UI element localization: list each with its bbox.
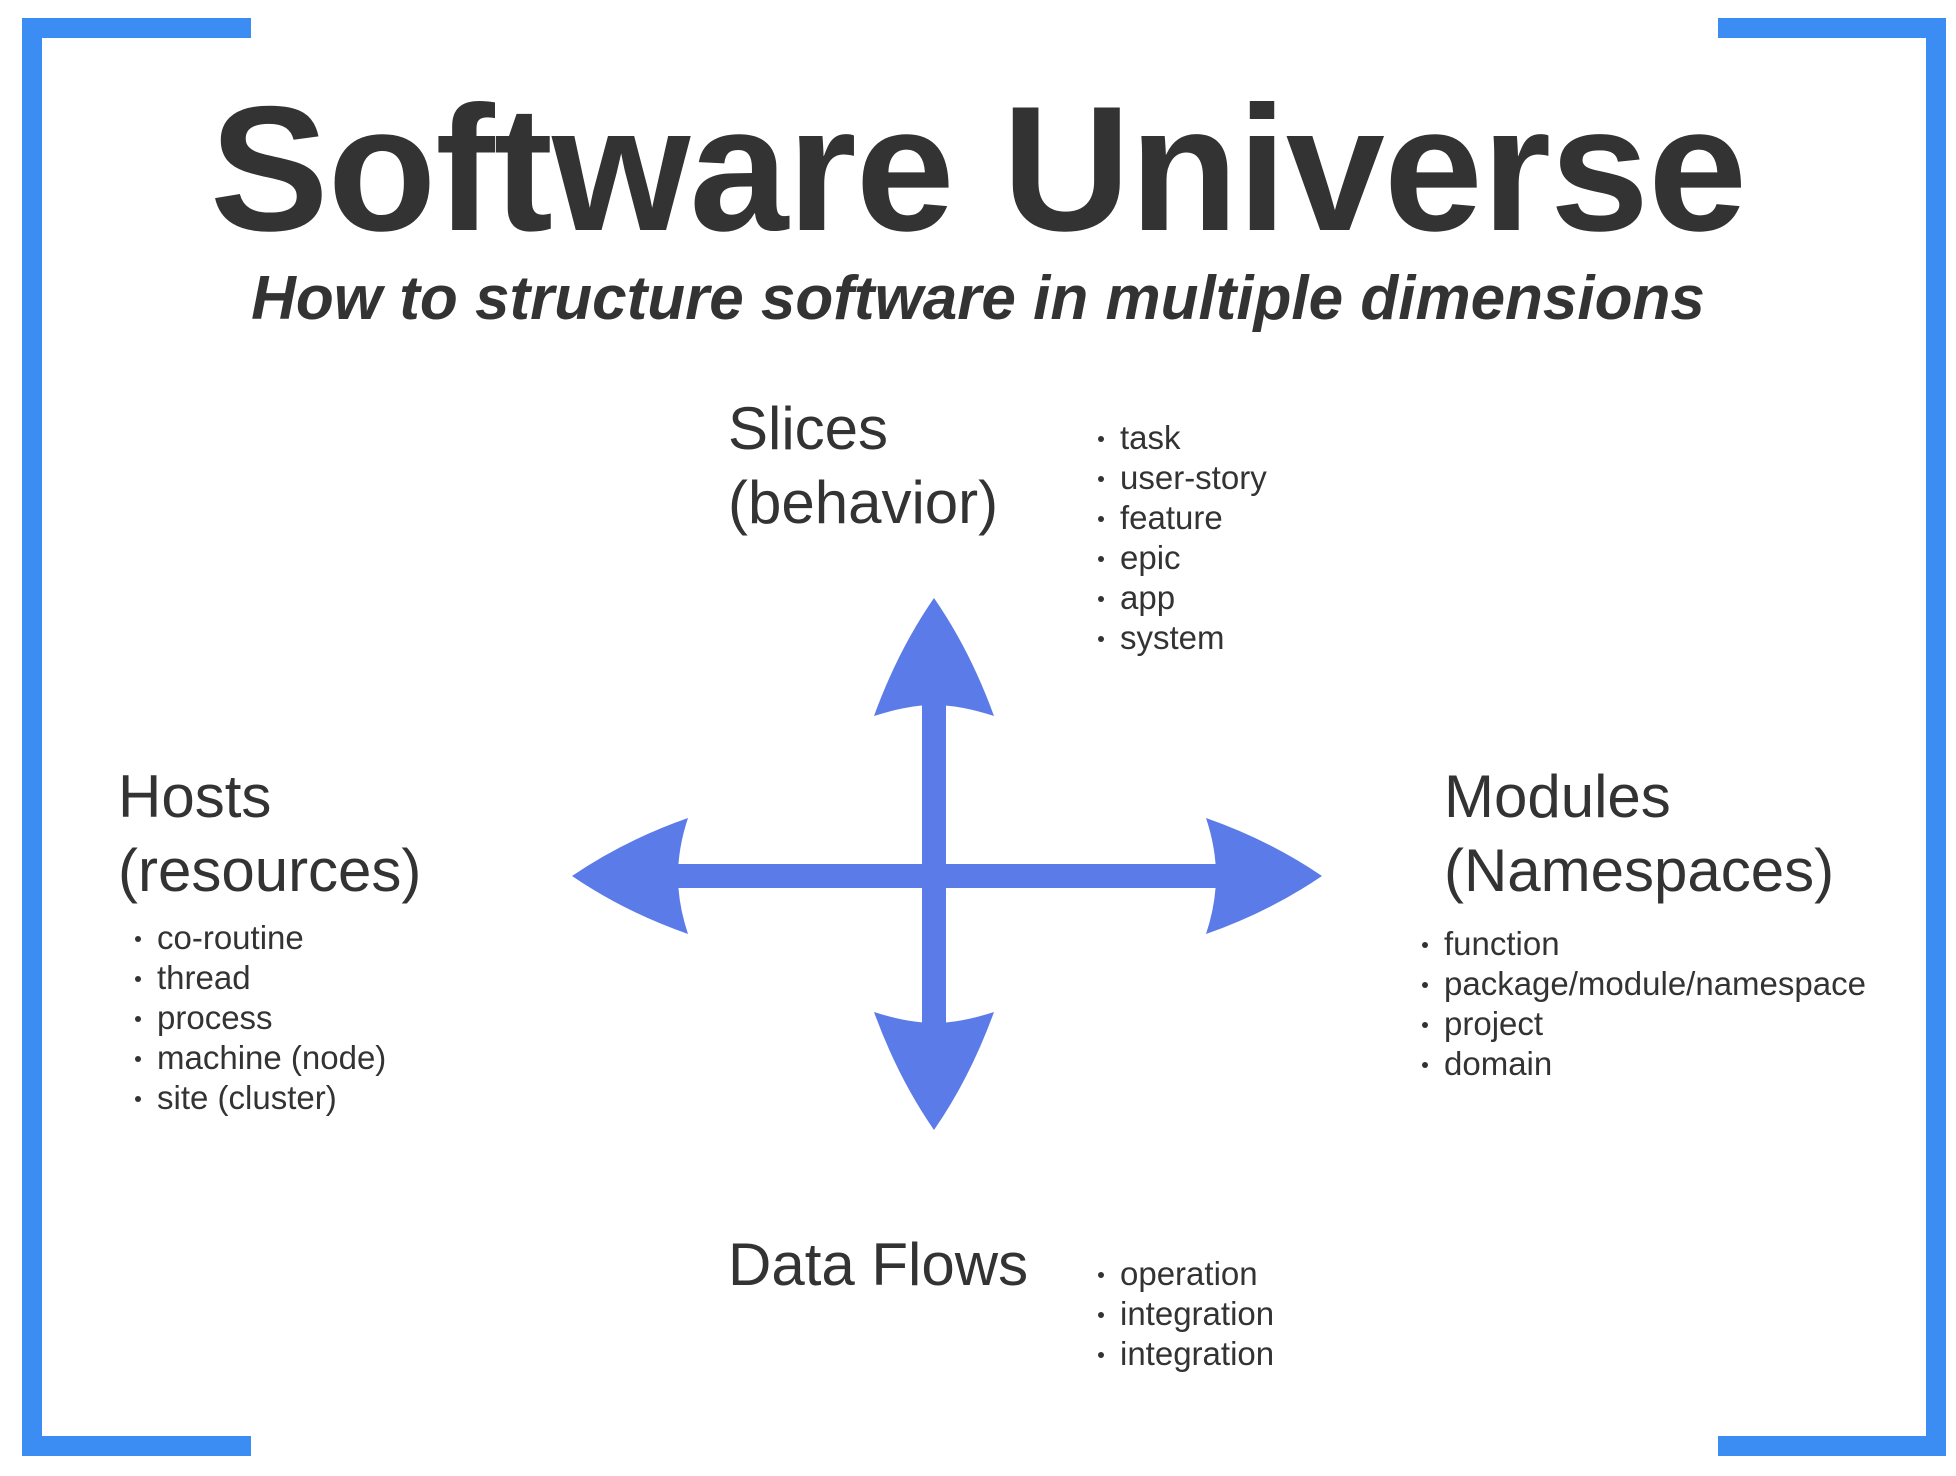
list-item: co-routine — [133, 918, 386, 958]
list-item: app — [1096, 578, 1267, 618]
list-item: system — [1096, 618, 1267, 658]
list-item: project — [1420, 1004, 1866, 1044]
list-item: user-story — [1096, 458, 1267, 498]
page-title: Software Universe — [209, 69, 1747, 268]
data-flows-heading: Data Flows — [728, 1228, 1028, 1302]
frame-bracket-left — [22, 18, 281, 1456]
hosts-heading: Hosts (resources) — [118, 760, 421, 908]
slices-heading-line1: Slices — [728, 395, 889, 462]
list-item: domain — [1420, 1044, 1866, 1084]
hosts-heading-line1: Hosts — [118, 763, 272, 830]
list-item: machine (node) — [133, 1038, 386, 1078]
list-item: epic — [1096, 538, 1267, 578]
list-item: package/module/namespace — [1420, 964, 1866, 1004]
list-item: operation — [1096, 1254, 1274, 1294]
hosts-list: co-routine thread process machine (node)… — [133, 918, 386, 1118]
hosts-heading-line2: (resources) — [118, 837, 422, 904]
arrow-head-down — [874, 1012, 994, 1130]
data-flows-list: operation integration integration — [1096, 1254, 1274, 1374]
data-flows-heading-text: Data Flows — [728, 1231, 1029, 1298]
modules-list: function package/module/namespace projec… — [1420, 924, 1866, 1084]
frame-bracket-right — [1708, 18, 1946, 1456]
list-item: process — [133, 998, 386, 1038]
list-item: thread — [133, 958, 386, 998]
list-item: task — [1096, 418, 1267, 458]
list-item: integration — [1096, 1294, 1274, 1334]
arrow-head-left — [572, 818, 688, 934]
modules-heading-line2: (Namespaces) — [1444, 837, 1835, 904]
arrow-head-right — [1206, 818, 1322, 934]
list-item: site (cluster) — [133, 1078, 386, 1118]
modules-heading: Modules (Namespaces) — [1444, 760, 1834, 908]
list-item: function — [1420, 924, 1866, 964]
arrow-head-up — [874, 598, 994, 716]
slices-list: task user-story feature epic app system — [1096, 418, 1267, 658]
page-subtitle: How to structure software in multiple di… — [251, 264, 1705, 333]
list-item: feature — [1096, 498, 1267, 538]
horizontal-arrow-shaft — [675, 864, 1225, 888]
list-item: integration — [1096, 1334, 1274, 1374]
slices-heading: Slices (behavior) — [728, 392, 998, 540]
modules-heading-line1: Modules — [1444, 763, 1671, 830]
slices-heading-line2: (behavior) — [728, 469, 999, 536]
